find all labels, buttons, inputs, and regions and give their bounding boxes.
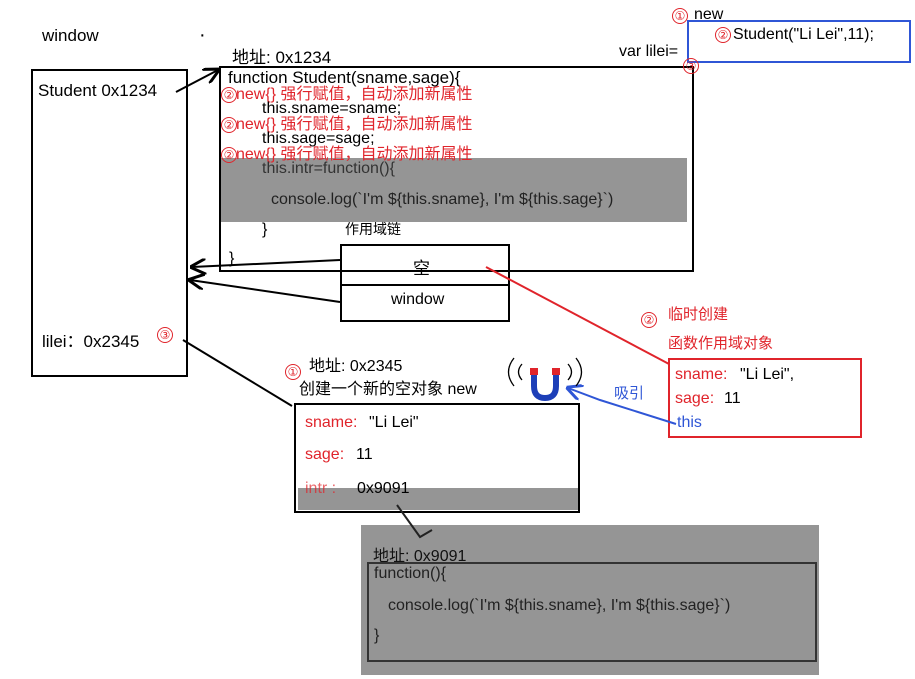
window-box bbox=[31, 69, 188, 377]
step-3-marker-top: ③ bbox=[683, 58, 699, 74]
function-object-panel bbox=[361, 525, 819, 675]
obj-sage-val: 11 bbox=[356, 446, 373, 463]
func-obj-box bbox=[367, 562, 817, 662]
obj-intr-val: 0x9091 bbox=[357, 480, 410, 497]
func-line-1: function Student(sname,sage){ bbox=[228, 68, 461, 87]
func-obj-line-3: } bbox=[374, 627, 380, 644]
func-line-7: } bbox=[229, 250, 235, 267]
new-note-1: new{} 强行赋值，自动添加新属性 bbox=[236, 86, 473, 103]
new-object-address: 地址: 0x2345 bbox=[309, 358, 403, 375]
new-call-box bbox=[687, 20, 911, 63]
arrow-lilei-to-object bbox=[182, 339, 293, 407]
new-keyword: new bbox=[694, 6, 724, 23]
func-address: 地址: 0x1234 bbox=[232, 48, 332, 67]
new-note-2: new{} 强行赋值，自动添加新属性 bbox=[236, 116, 473, 133]
scope-chain-label: 作用域链 bbox=[345, 221, 401, 237]
scope-empty-label: 空 bbox=[413, 259, 430, 278]
temp-scope-label-2: 函数作用域对象 bbox=[668, 335, 774, 352]
func-line-3: this.sage=sage; bbox=[262, 130, 375, 147]
step-2-marker-b: ② bbox=[221, 117, 237, 133]
step-2-marker-temp: ② bbox=[641, 312, 657, 328]
new-call-text: Student("Li Lei",11); bbox=[733, 26, 874, 43]
var-lilei: var lilei= bbox=[619, 43, 679, 60]
temp-sname-val: "Li Lei", bbox=[740, 366, 795, 383]
obj-intr-key: intr : bbox=[305, 480, 337, 497]
obj-sname-val: "Li Lei" bbox=[369, 414, 419, 431]
temp-sage-key: sage: bbox=[675, 390, 715, 407]
func-line-4: this.intr=function(){ bbox=[262, 160, 395, 177]
func-obj-line-2: console.log(`I'm ${this.sname}, I'm ${th… bbox=[388, 597, 731, 614]
attract-label: 吸引 bbox=[614, 385, 645, 402]
lilei-entry: lilei：0x2345 bbox=[42, 332, 140, 351]
func-line-2: this.sname=sname; bbox=[262, 100, 402, 117]
highlight-intr-function bbox=[219, 158, 687, 222]
new-note-3: new{} 强行赋值，自动添加新属性 bbox=[236, 146, 473, 163]
temp-sname-key: sname: bbox=[675, 366, 728, 383]
window-label: window bbox=[42, 26, 99, 45]
student-function-box bbox=[219, 66, 694, 272]
magnet-icon bbox=[507, 357, 583, 402]
obj-sname-key: sname: bbox=[305, 414, 358, 431]
temp-sage-val: 11 bbox=[724, 390, 741, 407]
new-object-box bbox=[294, 403, 580, 513]
new-object-caption: 创建一个新的空对象 new bbox=[299, 381, 477, 398]
temp-this-label: this bbox=[677, 414, 702, 431]
step-2-marker-c: ② bbox=[221, 147, 237, 163]
top-dot: · bbox=[199, 24, 206, 46]
student-entry: Student 0x1234 bbox=[38, 81, 158, 100]
func-obj-line-1: function(){ bbox=[374, 565, 447, 582]
func-line-5: console.log(`I'm ${this.sname}, I'm ${th… bbox=[271, 191, 614, 208]
func-obj-address: 地址: 0x9091 bbox=[373, 548, 467, 565]
obj-sage-key: sage: bbox=[305, 446, 345, 463]
func-line-6: } bbox=[262, 221, 268, 238]
highlight-intr-property bbox=[298, 488, 580, 510]
temp-scope-label-1: 临时创建 bbox=[668, 306, 729, 323]
step-2-marker-a: ② bbox=[221, 87, 237, 103]
step-1-marker-top: ① bbox=[672, 8, 688, 24]
scope-window-label: window bbox=[391, 291, 445, 308]
step-2-marker-top: ② bbox=[715, 27, 731, 43]
step-3-marker-lilei: ③ bbox=[157, 327, 173, 343]
